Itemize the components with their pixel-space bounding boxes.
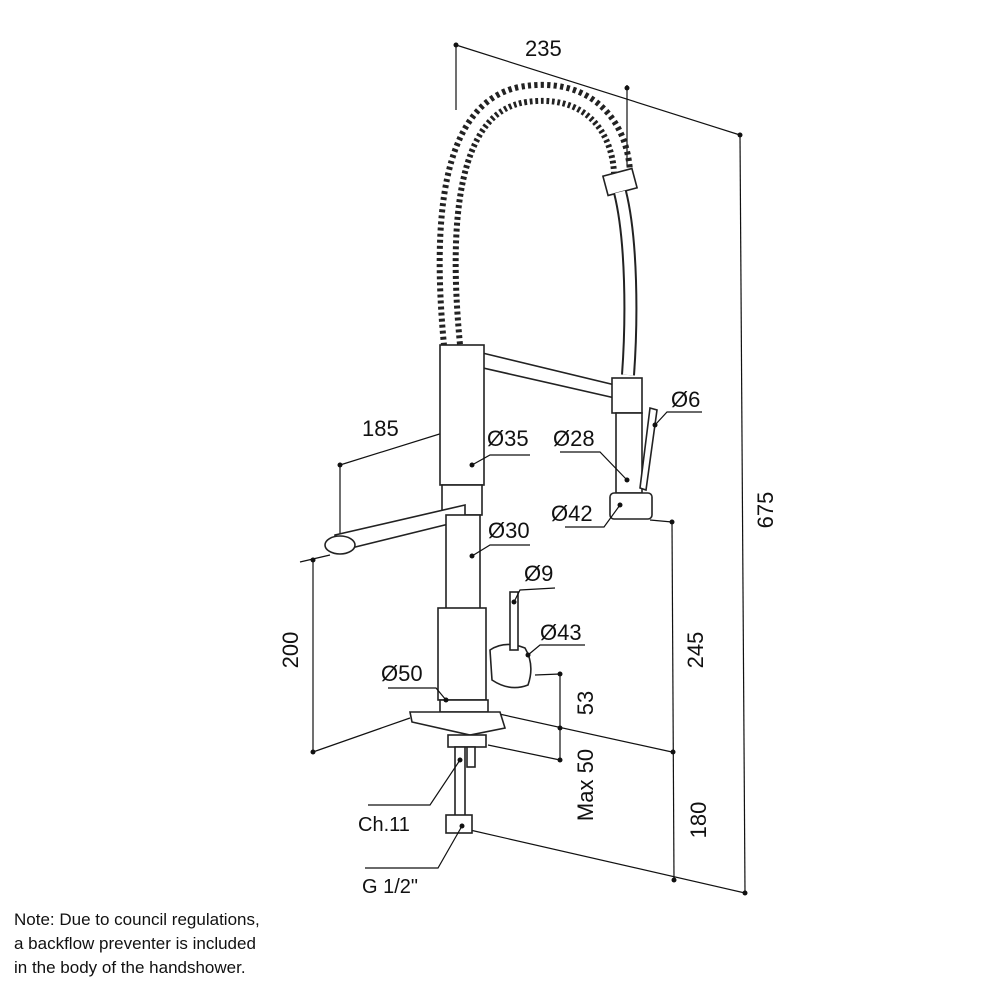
thread-label: G 1/2": [362, 876, 418, 898]
dim-235: 235: [525, 36, 562, 61]
dim-185: 185: [362, 416, 399, 441]
regulation-note: Note: Due to council regulations, a back…: [14, 908, 260, 980]
ch-11-label: Ch.11: [358, 814, 410, 836]
diameter-28: Ø28: [553, 426, 595, 451]
dim-245: 245: [683, 632, 708, 669]
dim-max-50: Max 50: [573, 749, 598, 821]
diameter-9: Ø9: [524, 561, 553, 586]
note-line: Note: Due to council regulations,: [14, 910, 260, 929]
diameter-50: Ø50: [381, 661, 423, 686]
diameter-6: Ø6: [671, 387, 700, 412]
dim-180: 180: [686, 802, 711, 839]
diameter-35: Ø35: [487, 426, 529, 451]
diameter-42: Ø42: [551, 501, 593, 526]
dim-53: 53: [573, 691, 598, 715]
leader-lines: [365, 411, 702, 869]
note-line: in the body of the handshower.: [14, 958, 246, 977]
dimension-lines: [299, 42, 748, 896]
dim-675: 675: [753, 492, 778, 529]
faucet-body: [324, 82, 658, 834]
diameter-30: Ø30: [488, 518, 530, 543]
diameter-43: Ø43: [540, 620, 582, 645]
dim-200: 200: [278, 632, 303, 669]
note-line: a backflow preventer is included: [14, 934, 256, 953]
